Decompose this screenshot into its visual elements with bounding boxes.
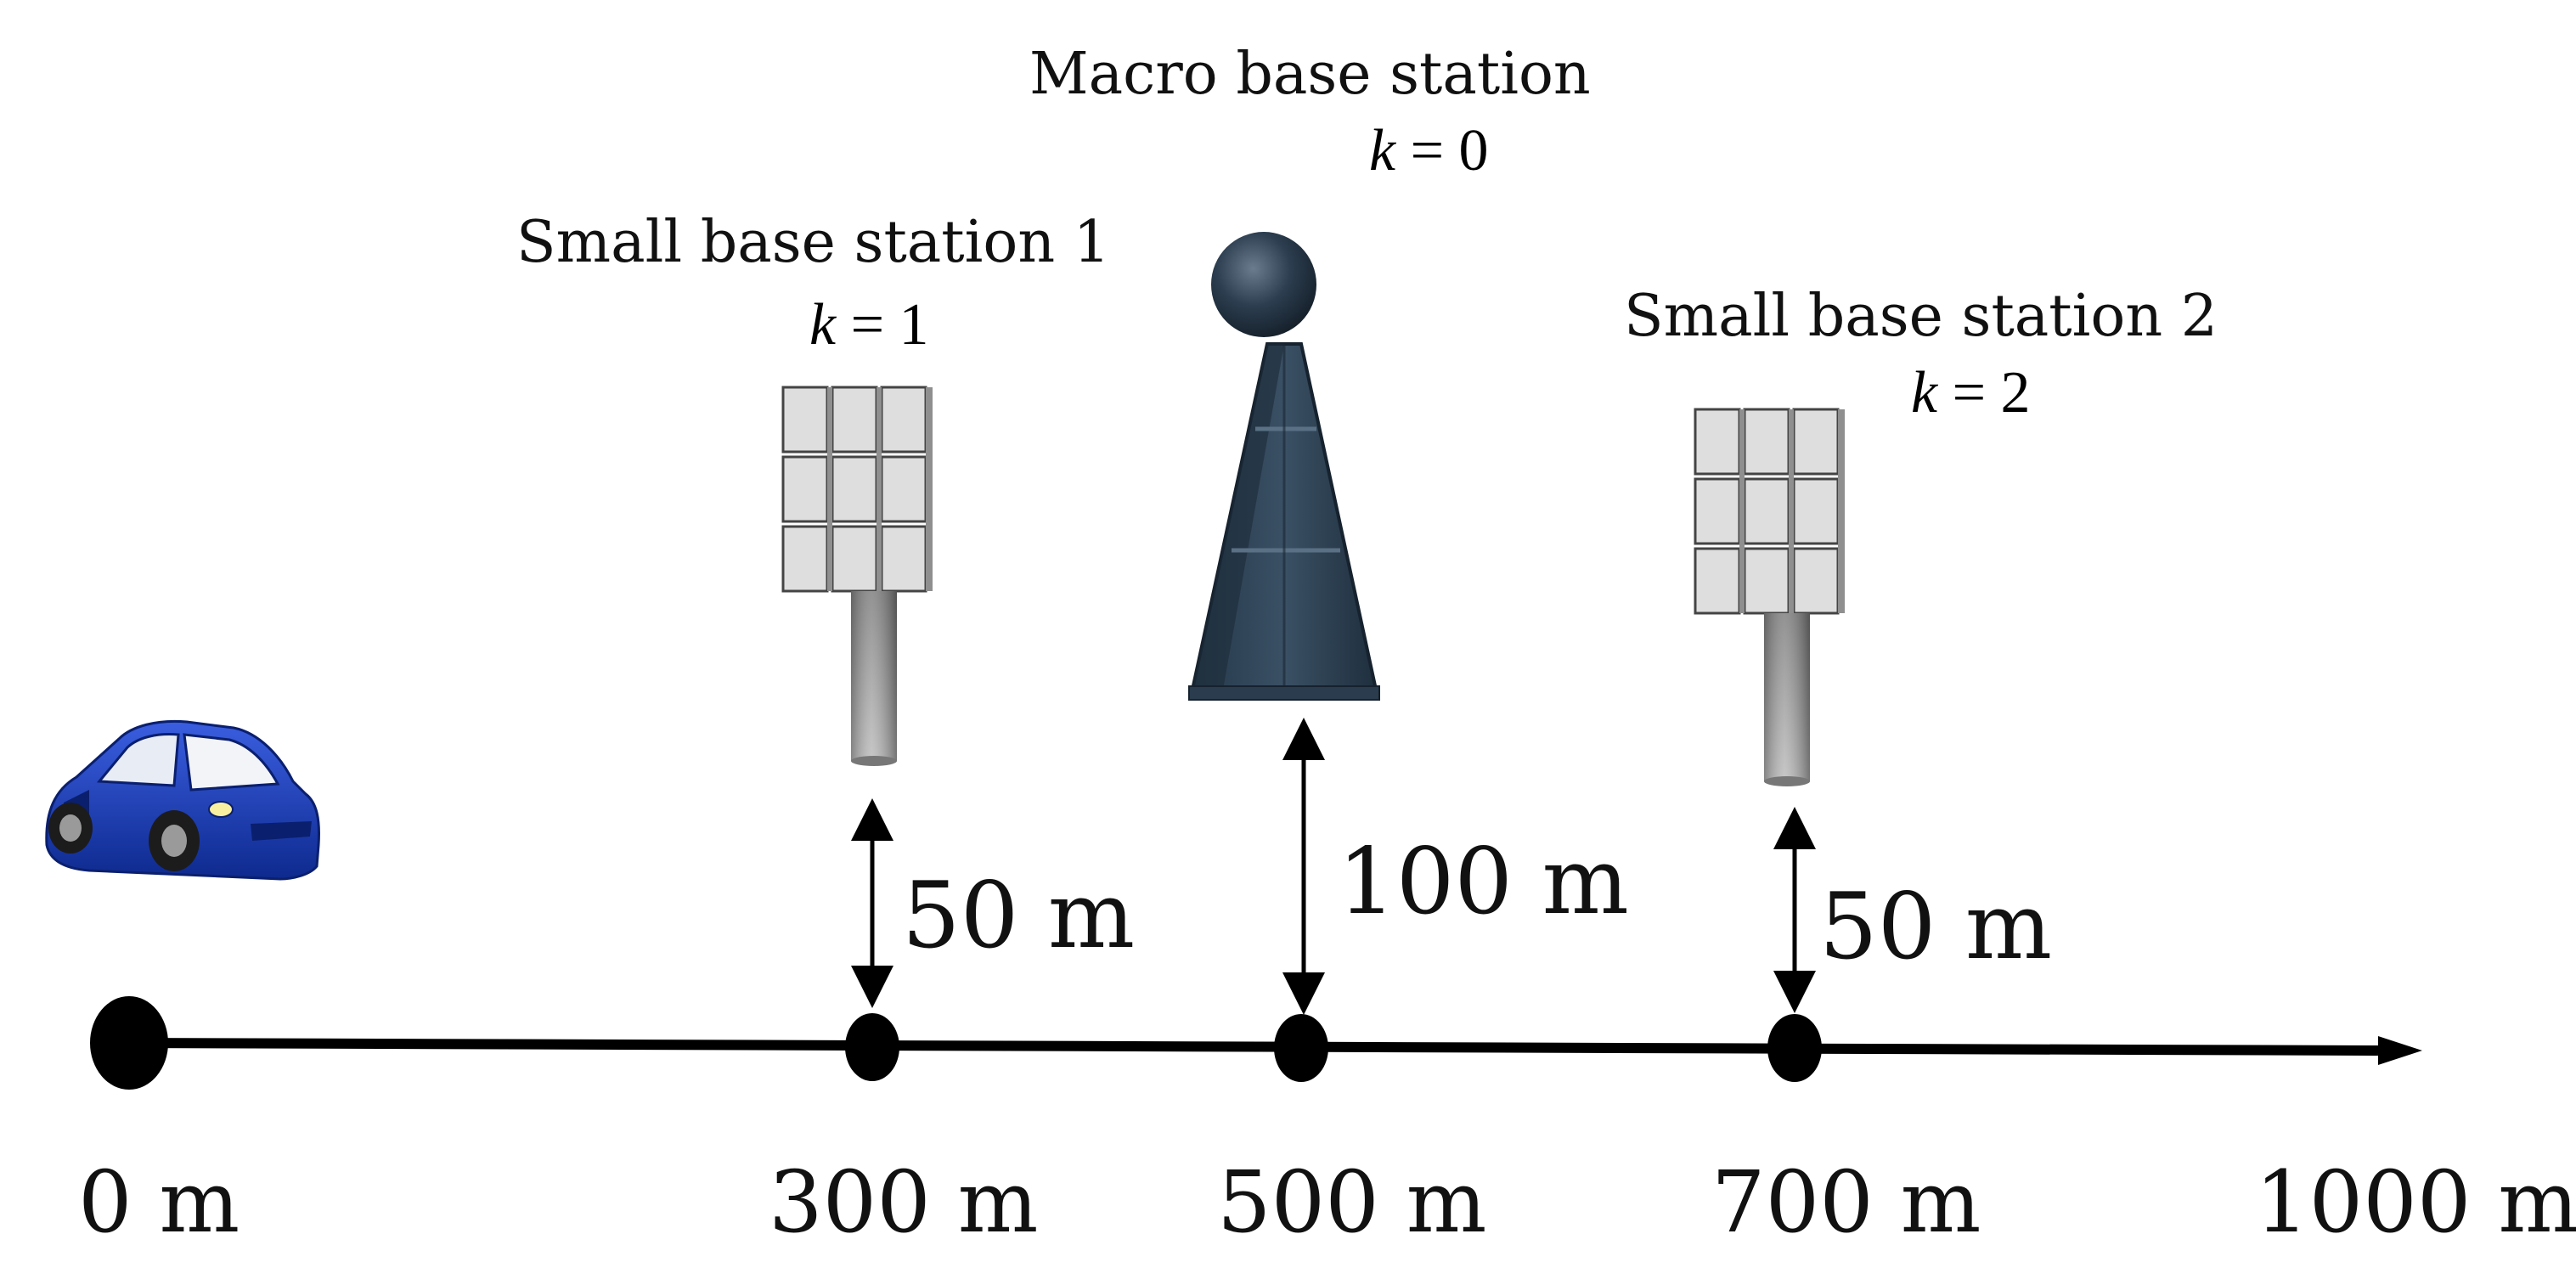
small-station-2-height-label: 50 m — [1819, 874, 2052, 980]
small-station-1-index: k = 1 — [809, 292, 929, 358]
small-station-1-height-label: 50 m — [902, 863, 1135, 969]
macro-station-height-label: 100 m — [1338, 829, 1629, 935]
antenna-panel-icon — [1694, 408, 1845, 786]
axis-arrowhead — [2378, 1036, 2422, 1065]
antenna-panel-icon — [781, 386, 933, 766]
small-base-station-1: Small base station 1 k = 1 50 m — [516, 209, 1135, 1008]
macro-tower-icon — [1188, 232, 1380, 701]
axis-tick-label-0m: 0 m — [78, 1152, 240, 1252]
small-station-1-title: Small base station 1 — [516, 209, 1110, 276]
axis-marker-300m — [845, 1013, 899, 1081]
small-station-2-title: Small base station 2 — [1624, 283, 2218, 350]
macro-station-index: k = 0 — [1369, 118, 1489, 183]
axis-marker-500m — [1274, 1014, 1328, 1082]
axis-tick-label-1000m: 1000 m — [2255, 1152, 2576, 1252]
axis-tick-label-300m: 300 m — [769, 1152, 1038, 1252]
macro-station-title: Macro base station — [1029, 41, 1591, 108]
car-icon — [45, 719, 320, 881]
distance-axis: 0 m 300 m 500 m 700 m 1000 m — [78, 996, 2576, 1252]
small-station-2-index: k = 2 — [1911, 360, 2031, 425]
axis-marker-700m — [1767, 1014, 1822, 1082]
macro-base-station: Macro base station k = 0 100 m — [1029, 41, 1629, 1015]
axis-line — [127, 1038, 2379, 1056]
small-base-station-2: Small base station 2 k = 2 50 m — [1624, 283, 2218, 1013]
axis-tick-label-700m: 700 m — [1711, 1152, 1981, 1252]
axis-tick-label-500m: 500 m — [1217, 1152, 1486, 1252]
axis-origin-marker — [90, 996, 168, 1090]
